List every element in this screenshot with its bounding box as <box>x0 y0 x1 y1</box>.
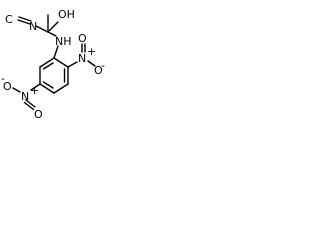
amine-label: NH <box>55 35 72 48</box>
para-nitro-n-label: N <box>21 90 29 103</box>
ortho-nitro-o-minus-label: O <box>94 64 103 77</box>
bond-isocyano-triple-1 <box>17 19 31 25</box>
bond-ring-4 <box>39 83 55 94</box>
bond-ring-double-2 <box>42 81 54 89</box>
atom-labels: OH C N NH N + O O - N + O O - <box>1 8 105 121</box>
isocyano-nitrogen-label: N <box>29 20 37 33</box>
bond-quaternary-c-to-nh <box>47 31 57 37</box>
bond-ring-6 <box>39 57 55 68</box>
bond-ring-3 <box>53 83 69 94</box>
para-nitro-o-right-label: O <box>34 108 43 121</box>
bond-ring-to-ortho-n <box>67 61 78 68</box>
bond-isocyano-triple-2 <box>18 16 32 22</box>
bond-para-n-to-o-right-1 <box>25 99 36 108</box>
bond-ring-to-para-n <box>30 83 41 91</box>
bond-n-to-quaternary-c <box>35 25 49 33</box>
para-nitro-o-minus-label: O <box>3 80 12 93</box>
bond-ring-1 <box>53 57 69 68</box>
ortho-nitro-n-charge: + <box>87 45 96 58</box>
ortho-nitro-o-top-label: O <box>78 32 87 45</box>
para-nitro-n-charge: + <box>30 84 39 97</box>
bonds <box>12 14 96 111</box>
bond-ring-double-3 <box>42 62 54 70</box>
para-nitro-o-charge: - <box>1 72 5 85</box>
chemical-structure: OH C N NH N + O O - N + O O - <box>1 8 105 121</box>
ortho-nitro-o-charge: - <box>101 59 105 72</box>
ortho-nitro-n-label: N <box>78 52 86 65</box>
isocyano-carbon-label: C <box>5 13 13 26</box>
bond-para-n-to-o-minus <box>12 87 21 93</box>
hydroxyl-label: OH <box>58 8 75 21</box>
bond-ortho-n-to-o-minus <box>87 60 96 67</box>
bond-para-n-to-o-right-2 <box>23 101 35 111</box>
bond-quaternary-c-to-oh <box>47 21 59 33</box>
bond-nh-to-ring <box>53 45 59 59</box>
